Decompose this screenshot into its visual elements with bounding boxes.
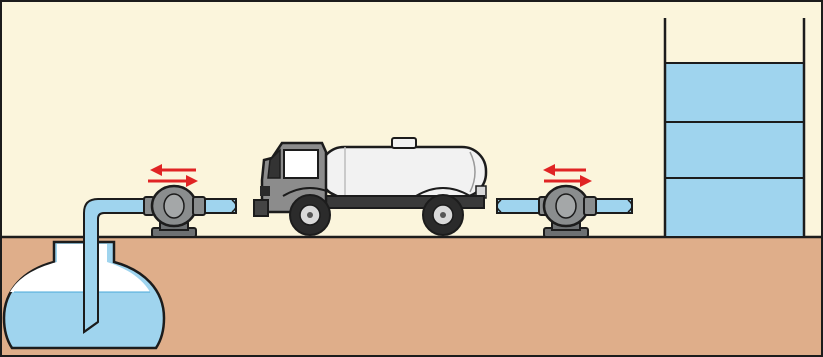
truck-rear-wheel (422, 194, 464, 236)
storage-level-1 (664, 62, 805, 123)
storage-tank (663, 18, 806, 238)
delivery-pipe (595, 198, 633, 214)
storage-level-3 (664, 177, 805, 238)
truck-outlet-hose (496, 198, 544, 214)
tanker-truck (253, 137, 488, 236)
right-flow-arrows (543, 164, 592, 187)
cistern-air-gap (10, 244, 150, 292)
left-pump-hose-end (231, 199, 237, 213)
left-pump (143, 184, 206, 238)
left-flow-arrows (148, 164, 198, 187)
truck-front-wheel (289, 194, 331, 236)
right-pump (538, 184, 597, 238)
left-pump-hose (204, 198, 237, 214)
storage-level-2 (664, 121, 805, 179)
